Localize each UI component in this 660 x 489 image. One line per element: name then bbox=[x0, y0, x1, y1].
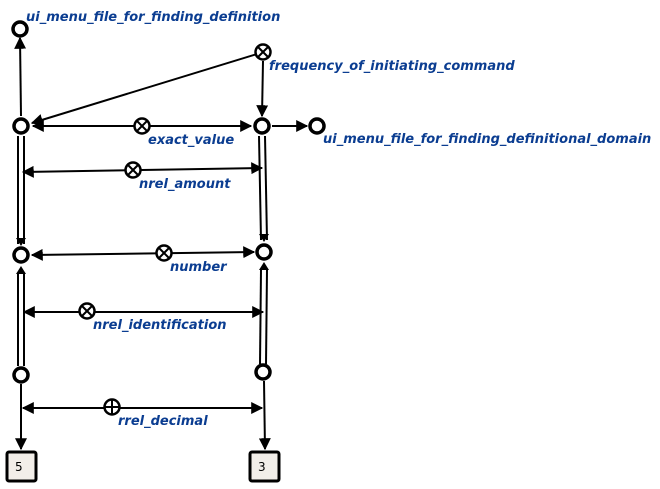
label-nrel-identification: nrel_identification bbox=[93, 318, 227, 333]
node-definitional-domain bbox=[308, 117, 326, 135]
arrowhead-left-down bbox=[16, 238, 26, 246]
edge-frequency-to-right bbox=[256, 60, 269, 118]
node-right-middle bbox=[255, 243, 273, 261]
edge-right-lower-double-a bbox=[259, 269, 262, 365]
relation-node-rrel-decimal bbox=[103, 398, 121, 416]
edge-number bbox=[30, 246, 256, 261]
node-left-bottom bbox=[12, 366, 30, 384]
label-number: number bbox=[170, 260, 228, 275]
nodes bbox=[11, 20, 326, 384]
edge-nrel-amount bbox=[21, 162, 264, 178]
relation-node-number bbox=[155, 244, 173, 262]
edge-right-lower-double-b bbox=[265, 269, 268, 365]
label-definitional-domain: ui_menu_file_for_finding_definitional_do… bbox=[323, 132, 651, 147]
arrowhead-right-down bbox=[259, 234, 269, 242]
label-rrel-decimal: rrel_decimal bbox=[118, 414, 208, 429]
node-left-top bbox=[12, 117, 30, 135]
node-right-top bbox=[253, 117, 271, 135]
edge-right-double-b bbox=[264, 135, 268, 241]
label-frequency: frequency_of_initiating_command bbox=[269, 59, 515, 74]
node-right-bottom bbox=[254, 363, 272, 381]
value-box-left-text: 5 bbox=[15, 460, 23, 474]
relation-node-frequency bbox=[254, 43, 272, 61]
value-box-right-text: 3 bbox=[258, 460, 266, 474]
label-nrel-amount: nrel_amount bbox=[139, 177, 231, 192]
edge-frequency-to-left bbox=[30, 53, 258, 126]
label-exact-value: exact_value bbox=[148, 133, 234, 148]
node-menu-file bbox=[11, 20, 29, 38]
arrowhead-right-up bbox=[259, 262, 269, 270]
arrowhead-left-up bbox=[16, 266, 26, 274]
label-menu-file: ui_menu_file_for_finding_definition bbox=[26, 10, 280, 25]
relation-node-exact-value bbox=[133, 117, 151, 135]
edge-right-double-a bbox=[258, 135, 262, 241]
edges bbox=[14, 36, 309, 451]
relation-node-nrel-identification bbox=[78, 302, 96, 320]
relation-nodes bbox=[78, 43, 272, 416]
edge-to-menu-file bbox=[14, 36, 27, 117]
edge-right-to-box bbox=[258, 380, 271, 451]
value-box-left: 5 bbox=[5, 450, 38, 483]
node-left-middle bbox=[12, 246, 30, 264]
relation-node-nrel-amount bbox=[124, 161, 142, 179]
labels: ui_menu_file_for_finding_definition freq… bbox=[26, 10, 651, 429]
value-box-right: 3 bbox=[248, 450, 281, 483]
